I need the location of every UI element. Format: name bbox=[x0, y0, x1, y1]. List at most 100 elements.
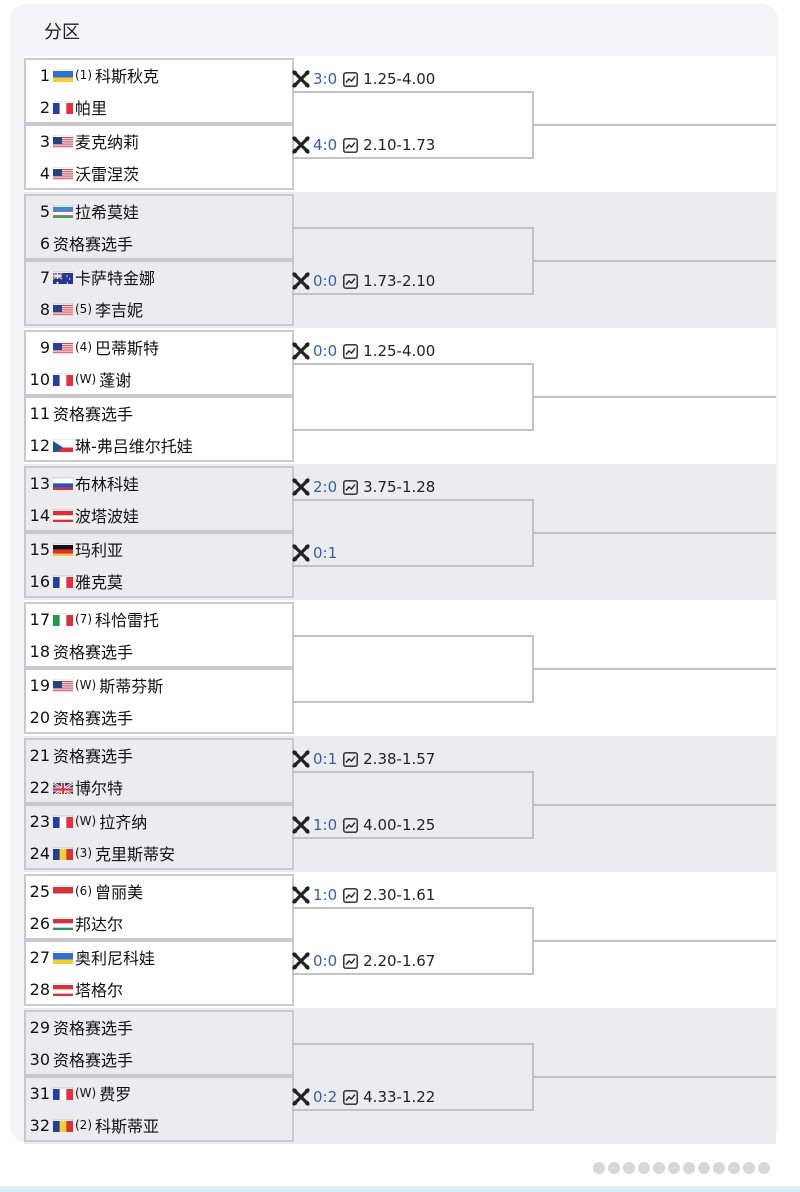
player-name[interactable]: 邦达尔 bbox=[75, 915, 124, 934]
match-info[interactable]: 0:1 bbox=[292, 543, 343, 563]
odds-chart-icon[interactable] bbox=[343, 273, 359, 289]
head-to-head-icon[interactable] bbox=[292, 70, 310, 88]
h2h-score[interactable]: 2:0 bbox=[313, 478, 338, 496]
h2h-score[interactable]: 4:0 bbox=[313, 136, 338, 154]
odds-chart-icon[interactable] bbox=[343, 343, 359, 359]
player-name[interactable]: 科斯蒂亚 bbox=[95, 1117, 160, 1136]
player-name[interactable]: 资格赛选手 bbox=[53, 747, 134, 766]
player-name[interactable]: 蓬谢 bbox=[99, 371, 132, 390]
player-row[interactable]: 31(W)费罗 bbox=[24, 1077, 288, 1109]
head-to-head-icon[interactable] bbox=[292, 1088, 310, 1106]
h2h-score[interactable]: 0:0 bbox=[313, 952, 338, 970]
h2h-score[interactable]: 0:0 bbox=[313, 342, 338, 360]
h2h-score[interactable]: 1:0 bbox=[313, 816, 338, 834]
player-row[interactable]: 25(6)曾丽美 bbox=[24, 875, 288, 907]
player-name[interactable]: 资格赛选手 bbox=[53, 235, 134, 254]
odds-chart-icon[interactable] bbox=[343, 953, 359, 969]
odds-chart-icon[interactable] bbox=[343, 751, 359, 767]
player-name[interactable]: 拉齐纳 bbox=[99, 813, 148, 832]
player-name[interactable]: 资格赛选手 bbox=[53, 1019, 134, 1038]
player-name[interactable]: 沃雷涅茨 bbox=[75, 165, 140, 184]
odds-chart-icon[interactable] bbox=[343, 887, 359, 903]
head-to-head-icon[interactable] bbox=[292, 342, 310, 360]
player-name[interactable]: 玛利亚 bbox=[75, 541, 124, 560]
player-name[interactable]: 麦克纳莉 bbox=[75, 133, 140, 152]
player-row[interactable]: 19(W)斯蒂芬斯 bbox=[24, 669, 288, 701]
head-to-head-icon[interactable] bbox=[292, 136, 310, 154]
player-row[interactable]: 9(4)巴蒂斯特 bbox=[24, 331, 288, 363]
player-row[interactable]: 1(1)科斯秋克 bbox=[24, 59, 288, 91]
head-to-head-icon[interactable] bbox=[292, 544, 310, 562]
player-name[interactable]: 资格赛选手 bbox=[53, 405, 134, 424]
player-name[interactable]: 李吉妮 bbox=[95, 301, 144, 320]
head-to-head-icon[interactable] bbox=[292, 750, 310, 768]
odds-chart-icon[interactable] bbox=[343, 71, 359, 87]
player-name[interactable]: 资格赛选手 bbox=[53, 709, 134, 728]
player-name[interactable]: 斯蒂芬斯 bbox=[99, 677, 164, 696]
head-to-head-icon[interactable] bbox=[292, 478, 310, 496]
player-row[interactable]: 23(W)拉齐纳 bbox=[24, 805, 288, 837]
player-name[interactable]: 雅克莫 bbox=[75, 573, 124, 592]
odds-chart-icon[interactable] bbox=[343, 137, 359, 153]
player-name[interactable]: 克里斯蒂安 bbox=[95, 845, 176, 864]
player-name[interactable]: 拉希莫娃 bbox=[75, 203, 140, 222]
head-to-head-icon[interactable] bbox=[292, 272, 310, 290]
player-name[interactable]: 资格赛选手 bbox=[53, 643, 134, 662]
head-to-head-icon[interactable] bbox=[292, 952, 310, 970]
player-row[interactable]: 17(7)科恰雷托 bbox=[24, 603, 288, 635]
player-name[interactable]: 琳-弗吕维尔托娃 bbox=[75, 437, 193, 456]
player-row[interactable]: 32(2)科斯蒂亚 bbox=[24, 1109, 288, 1141]
head-to-head-icon[interactable] bbox=[292, 886, 310, 904]
player-name[interactable]: 资格赛选手 bbox=[53, 1051, 134, 1070]
player-row[interactable]: 24(3)克里斯蒂安 bbox=[24, 837, 288, 869]
player-name[interactable]: 卡萨特金娜 bbox=[75, 269, 156, 288]
h2h-score[interactable]: 0:1 bbox=[313, 750, 338, 768]
player-name[interactable]: 博尔特 bbox=[75, 779, 124, 798]
head-to-head-icon[interactable] bbox=[292, 816, 310, 834]
h2h-score[interactable]: 0:2 bbox=[313, 1088, 338, 1106]
player-name[interactable]: 科恰雷托 bbox=[95, 611, 160, 630]
player-name[interactable]: 帕里 bbox=[75, 99, 108, 118]
player-name[interactable]: 巴蒂斯特 bbox=[95, 339, 160, 358]
player-name[interactable]: 费罗 bbox=[99, 1085, 132, 1104]
player-name[interactable]: 科斯秋克 bbox=[95, 67, 160, 86]
odds-chart-icon[interactable] bbox=[343, 479, 359, 495]
player-name[interactable]: 布林科娃 bbox=[75, 475, 140, 494]
h2h-score[interactable]: 0:0 bbox=[313, 272, 338, 290]
h2h-score[interactable]: 0:1 bbox=[313, 544, 338, 562]
player-name[interactable]: 塔格尔 bbox=[75, 981, 124, 1000]
h2h-score[interactable]: 1:0 bbox=[313, 886, 338, 904]
odds-chart-icon[interactable] bbox=[343, 1089, 359, 1105]
player-row[interactable]: 10(W)蓬谢 bbox=[24, 363, 288, 395]
player-name[interactable]: 波塔波娃 bbox=[75, 507, 140, 526]
